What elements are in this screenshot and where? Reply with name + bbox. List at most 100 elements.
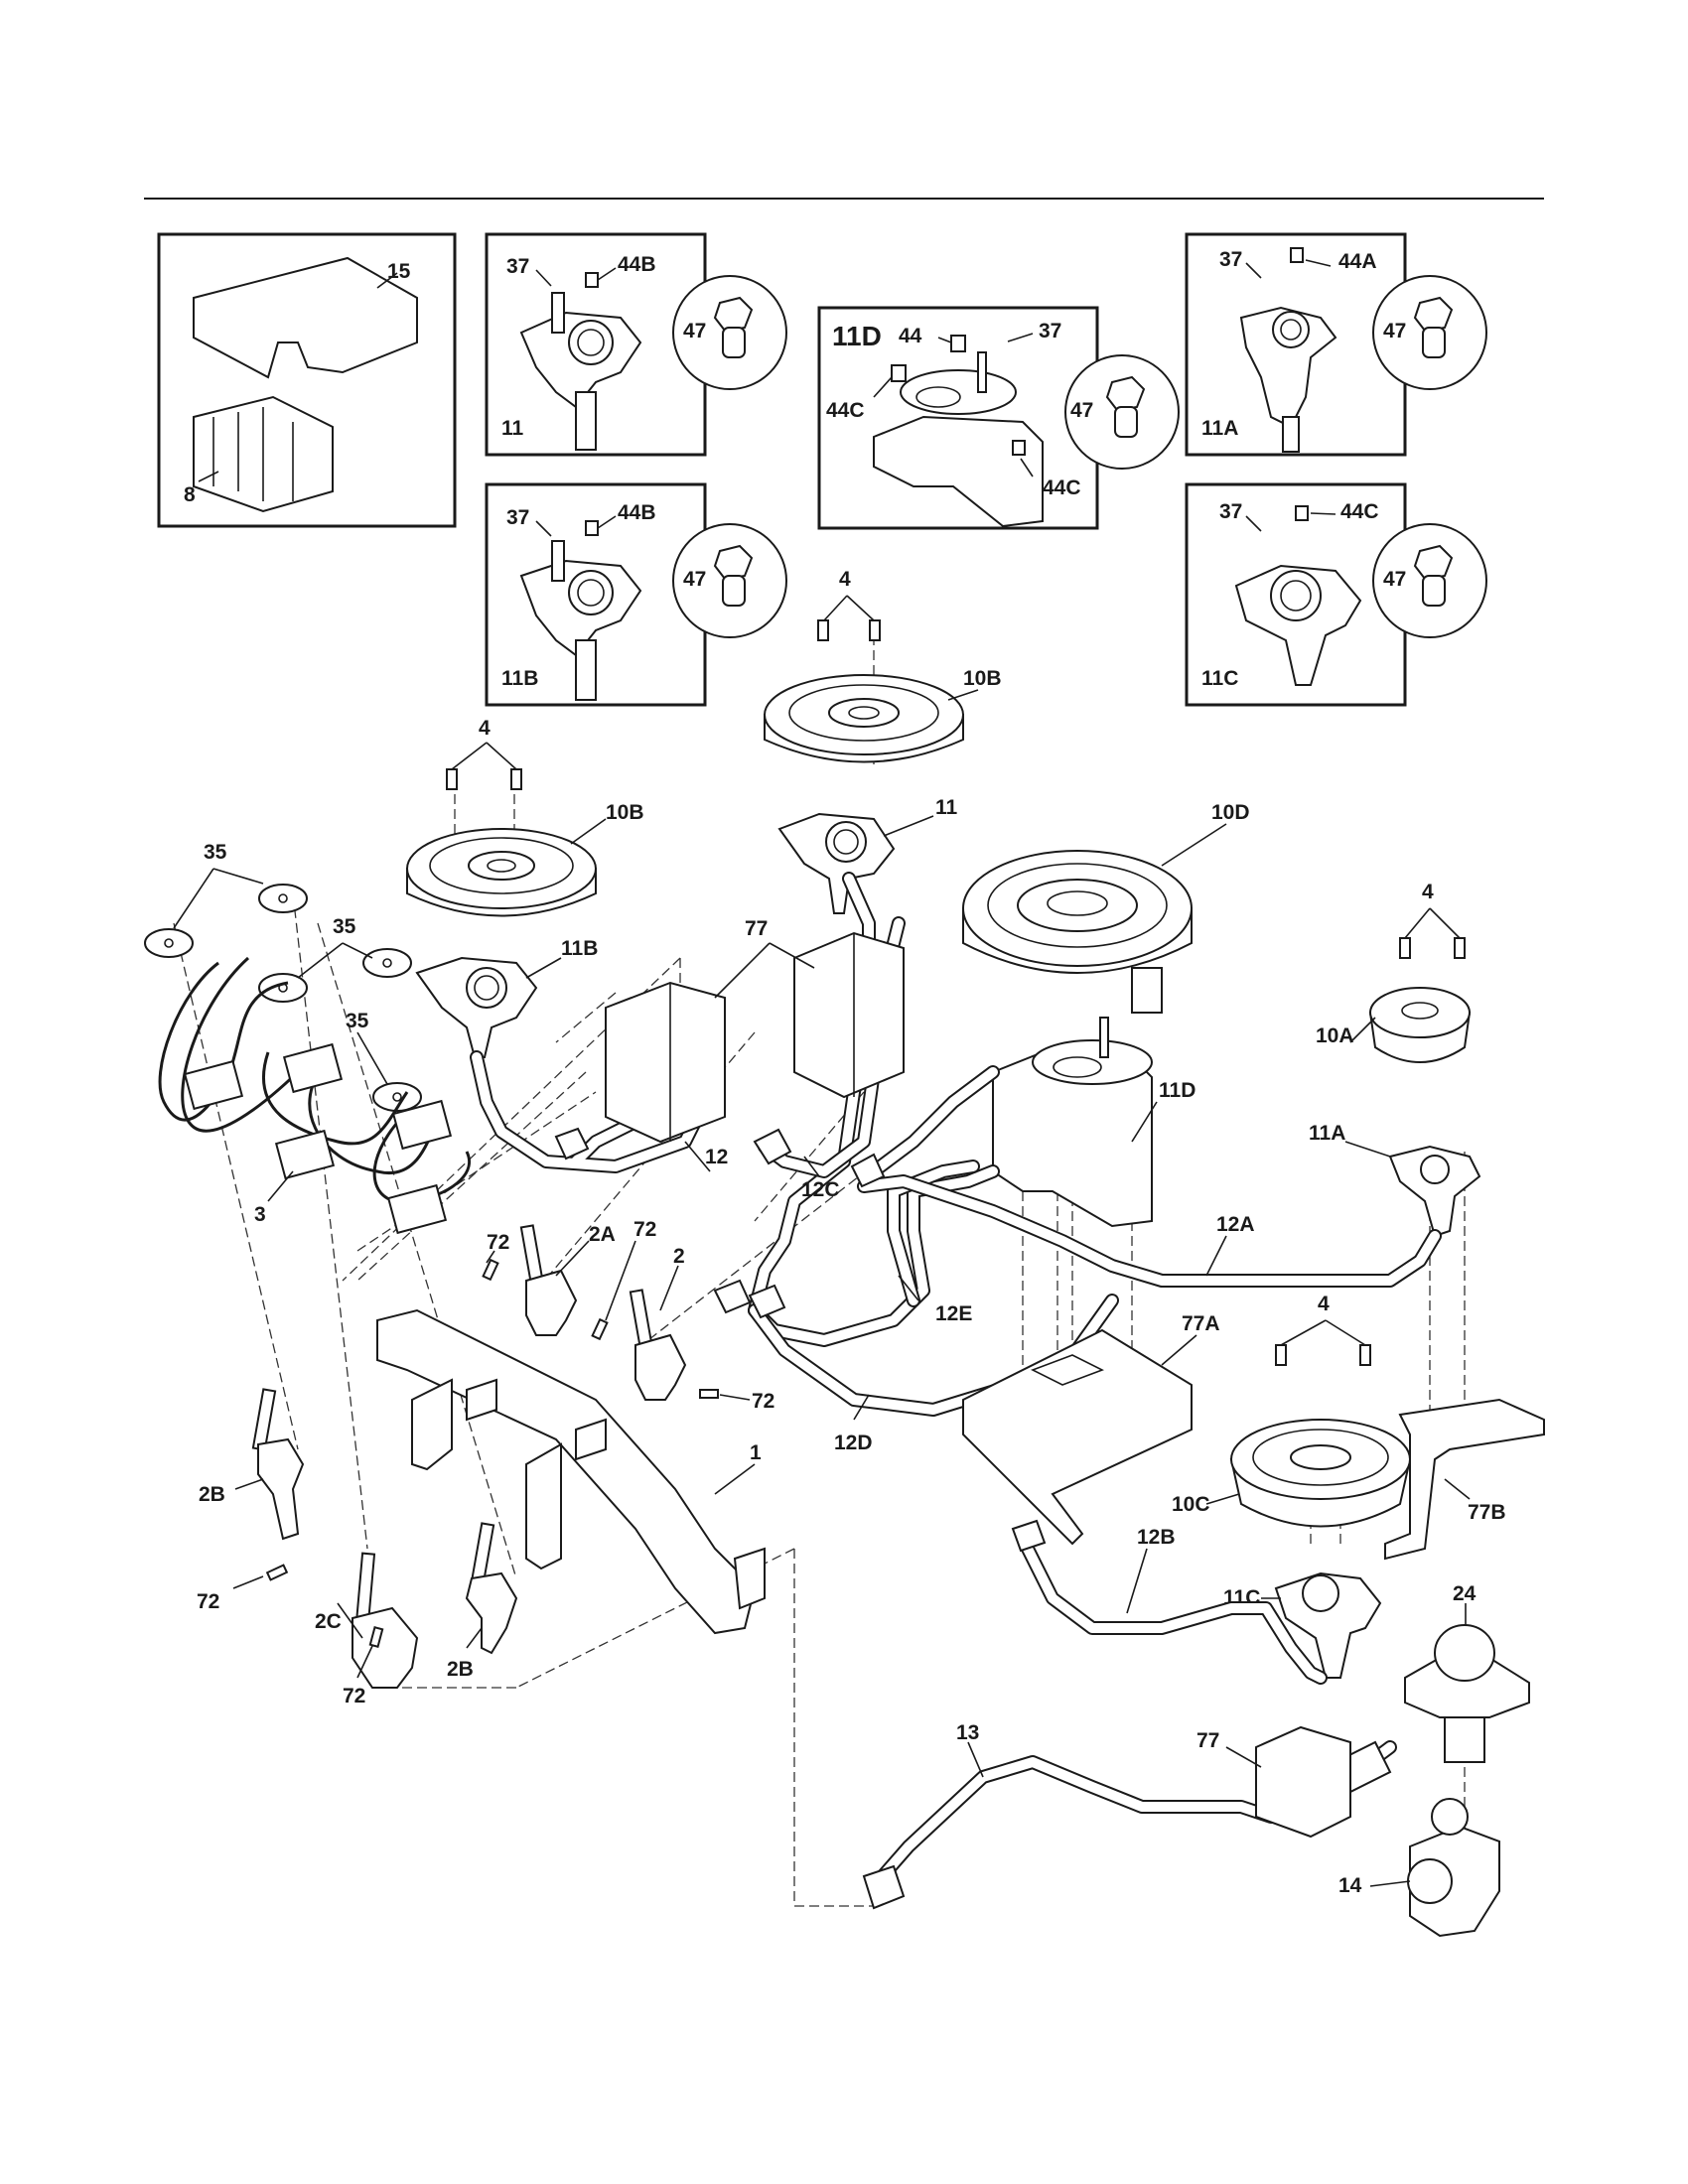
callout-37-e: 37: [1219, 500, 1242, 523]
callout-15: 15: [387, 260, 411, 283]
burner-10A: 10A: [1316, 987, 1472, 1063]
screws-72: 72 72 72 72 72: [197, 1218, 774, 1707]
callout-37-b: 37: [1039, 320, 1061, 342]
bracket-77-lower: 77: [1196, 1725, 1351, 1839]
callout-11A-main: 11A: [1309, 1122, 1345, 1145]
callout-4-d: 4: [1318, 1293, 1330, 1315]
callout-44A: 44A: [1338, 250, 1377, 273]
callout-77A: 77A: [1182, 1312, 1220, 1335]
valve-2: 2: [629, 1245, 687, 1401]
callout-11A-inset: 11A: [1201, 417, 1238, 440]
callout-72-b: 72: [633, 1218, 656, 1241]
callout-11C-inset: 11C: [1201, 667, 1238, 690]
screws-4-right: 4: [1399, 881, 1466, 959]
callout-47-a: 47: [683, 320, 706, 342]
callout-2B-a: 2B: [199, 1483, 225, 1506]
inset-burner-base-11D: 11D 44 37 44C 44C 47: [817, 306, 1180, 530]
callout-4-c: 4: [1422, 881, 1434, 903]
callout-35-c: 35: [346, 1010, 369, 1032]
callout-13: 13: [956, 1721, 979, 1744]
bracket-77B: 77B: [1384, 1398, 1545, 1561]
callout-72-e: 72: [343, 1685, 365, 1707]
callout-72-a: 72: [487, 1231, 509, 1254]
igniter-cover: [193, 256, 418, 379]
callout-11B-main: 11B: [561, 937, 598, 960]
inset-igniter-module: 15 8: [157, 232, 457, 528]
callout-12C: 12C: [801, 1178, 840, 1201]
callout-35-a: 35: [204, 841, 227, 864]
pressure-regulator-14: 14: [1338, 1798, 1500, 1938]
callout-12: 12: [705, 1146, 728, 1168]
callout-77-b: 77: [1196, 1729, 1219, 1752]
callout-44C-b: 44C: [1043, 477, 1081, 499]
callout-47-b: 47: [1070, 399, 1093, 422]
valve-2B-left: 2B: [199, 1388, 305, 1541]
callout-11D-main: 11D: [1159, 1079, 1196, 1102]
regulator-cap-24: 24: [1404, 1582, 1530, 1763]
callout-10B-a: 10B: [963, 667, 1002, 690]
callout-35-b: 35: [333, 915, 356, 938]
callout-47-c: 47: [1383, 320, 1406, 342]
burner-10C: 10C: [1172, 1419, 1412, 1528]
callout-10B-b: 10B: [606, 801, 644, 824]
callout-44C-a: 44C: [826, 399, 865, 422]
callout-4-b: 4: [479, 717, 491, 740]
callout-2A: 2A: [589, 1223, 616, 1246]
burner-10B-center: 10B: [764, 667, 1002, 763]
callout-37-a: 37: [506, 255, 529, 278]
bracket-77A: 77A: [962, 1312, 1220, 1546]
callout-44B-b: 44B: [618, 501, 656, 524]
callout-14: 14: [1338, 1874, 1362, 1897]
callout-47-e: 47: [1383, 568, 1406, 591]
inset-burner-base-11: 37 44B 11 47: [485, 232, 787, 457]
electrodes-35: 35 35 35: [144, 841, 422, 1112]
callout-47-d: 47: [683, 568, 706, 591]
callout-11-inset: 11: [501, 417, 524, 440]
burner-10B-left: 10B: [406, 801, 644, 917]
callout-11D-title: 11D: [832, 321, 882, 351]
callout-2B-b: 2B: [447, 1658, 474, 1681]
callout-24: 24: [1453, 1582, 1477, 1605]
burner-10D: 10D: [962, 801, 1250, 1014]
burner-base-11A-main: 11A: [1309, 1122, 1481, 1238]
callout-77-a: 77: [745, 917, 768, 940]
burner-base-11B-main: 11B: [415, 937, 598, 1058]
callout-72-c: 72: [752, 1390, 774, 1413]
valve-2A: 2A: [519, 1223, 616, 1336]
callout-12B: 12B: [1137, 1526, 1176, 1549]
inset-burner-base-11B: 37 44B 11B 47: [485, 482, 787, 707]
callout-8: 8: [184, 483, 196, 506]
manifold-mounts: [411, 1378, 607, 1570]
bracket-77-left: [605, 981, 726, 1144]
callout-11B-inset: 11B: [501, 667, 538, 690]
valve-2C: 2C: [315, 1552, 419, 1689]
screws-4-top: 4: [817, 568, 881, 641]
callout-12E: 12E: [935, 1302, 972, 1325]
callout-11-main: 11: [935, 796, 958, 819]
callout-1: 1: [750, 1441, 762, 1464]
callout-12D: 12D: [834, 1432, 873, 1454]
callout-44C-c: 44C: [1340, 500, 1379, 523]
callout-72-d: 72: [197, 1590, 219, 1613]
callout-10D: 10D: [1211, 801, 1250, 824]
callout-10C: 10C: [1172, 1493, 1210, 1516]
inset-burner-base-11C: 37 44C 11C 47: [1185, 482, 1487, 707]
burner-base-11-center: 11: [777, 796, 958, 914]
burner-base-11D-main: 11D: [992, 1017, 1196, 1228]
callout-2: 2: [673, 1245, 685, 1268]
inset-burner-base-11A: 37 44A 11A 47: [1185, 232, 1487, 457]
manifold-pipe-1: 1: [376, 1308, 766, 1635]
callout-77B: 77B: [1468, 1501, 1506, 1524]
callout-10A: 10A: [1316, 1024, 1354, 1047]
callout-3: 3: [254, 1203, 266, 1226]
callout-12A: 12A: [1216, 1213, 1255, 1236]
wire-harness-3: 3: [158, 956, 471, 1235]
callout-44B-a: 44B: [618, 253, 656, 276]
valve-2B-center: 2B: [447, 1522, 518, 1681]
callout-4-a: 4: [839, 568, 851, 591]
callout-44: 44: [899, 325, 922, 347]
screws-4-lower: 4: [1275, 1293, 1371, 1366]
bracket-77-center: 77: [714, 917, 905, 1099]
tube-callouts: 12 12C 12A 12E 12D 12B 13: [684, 1141, 1255, 1778]
